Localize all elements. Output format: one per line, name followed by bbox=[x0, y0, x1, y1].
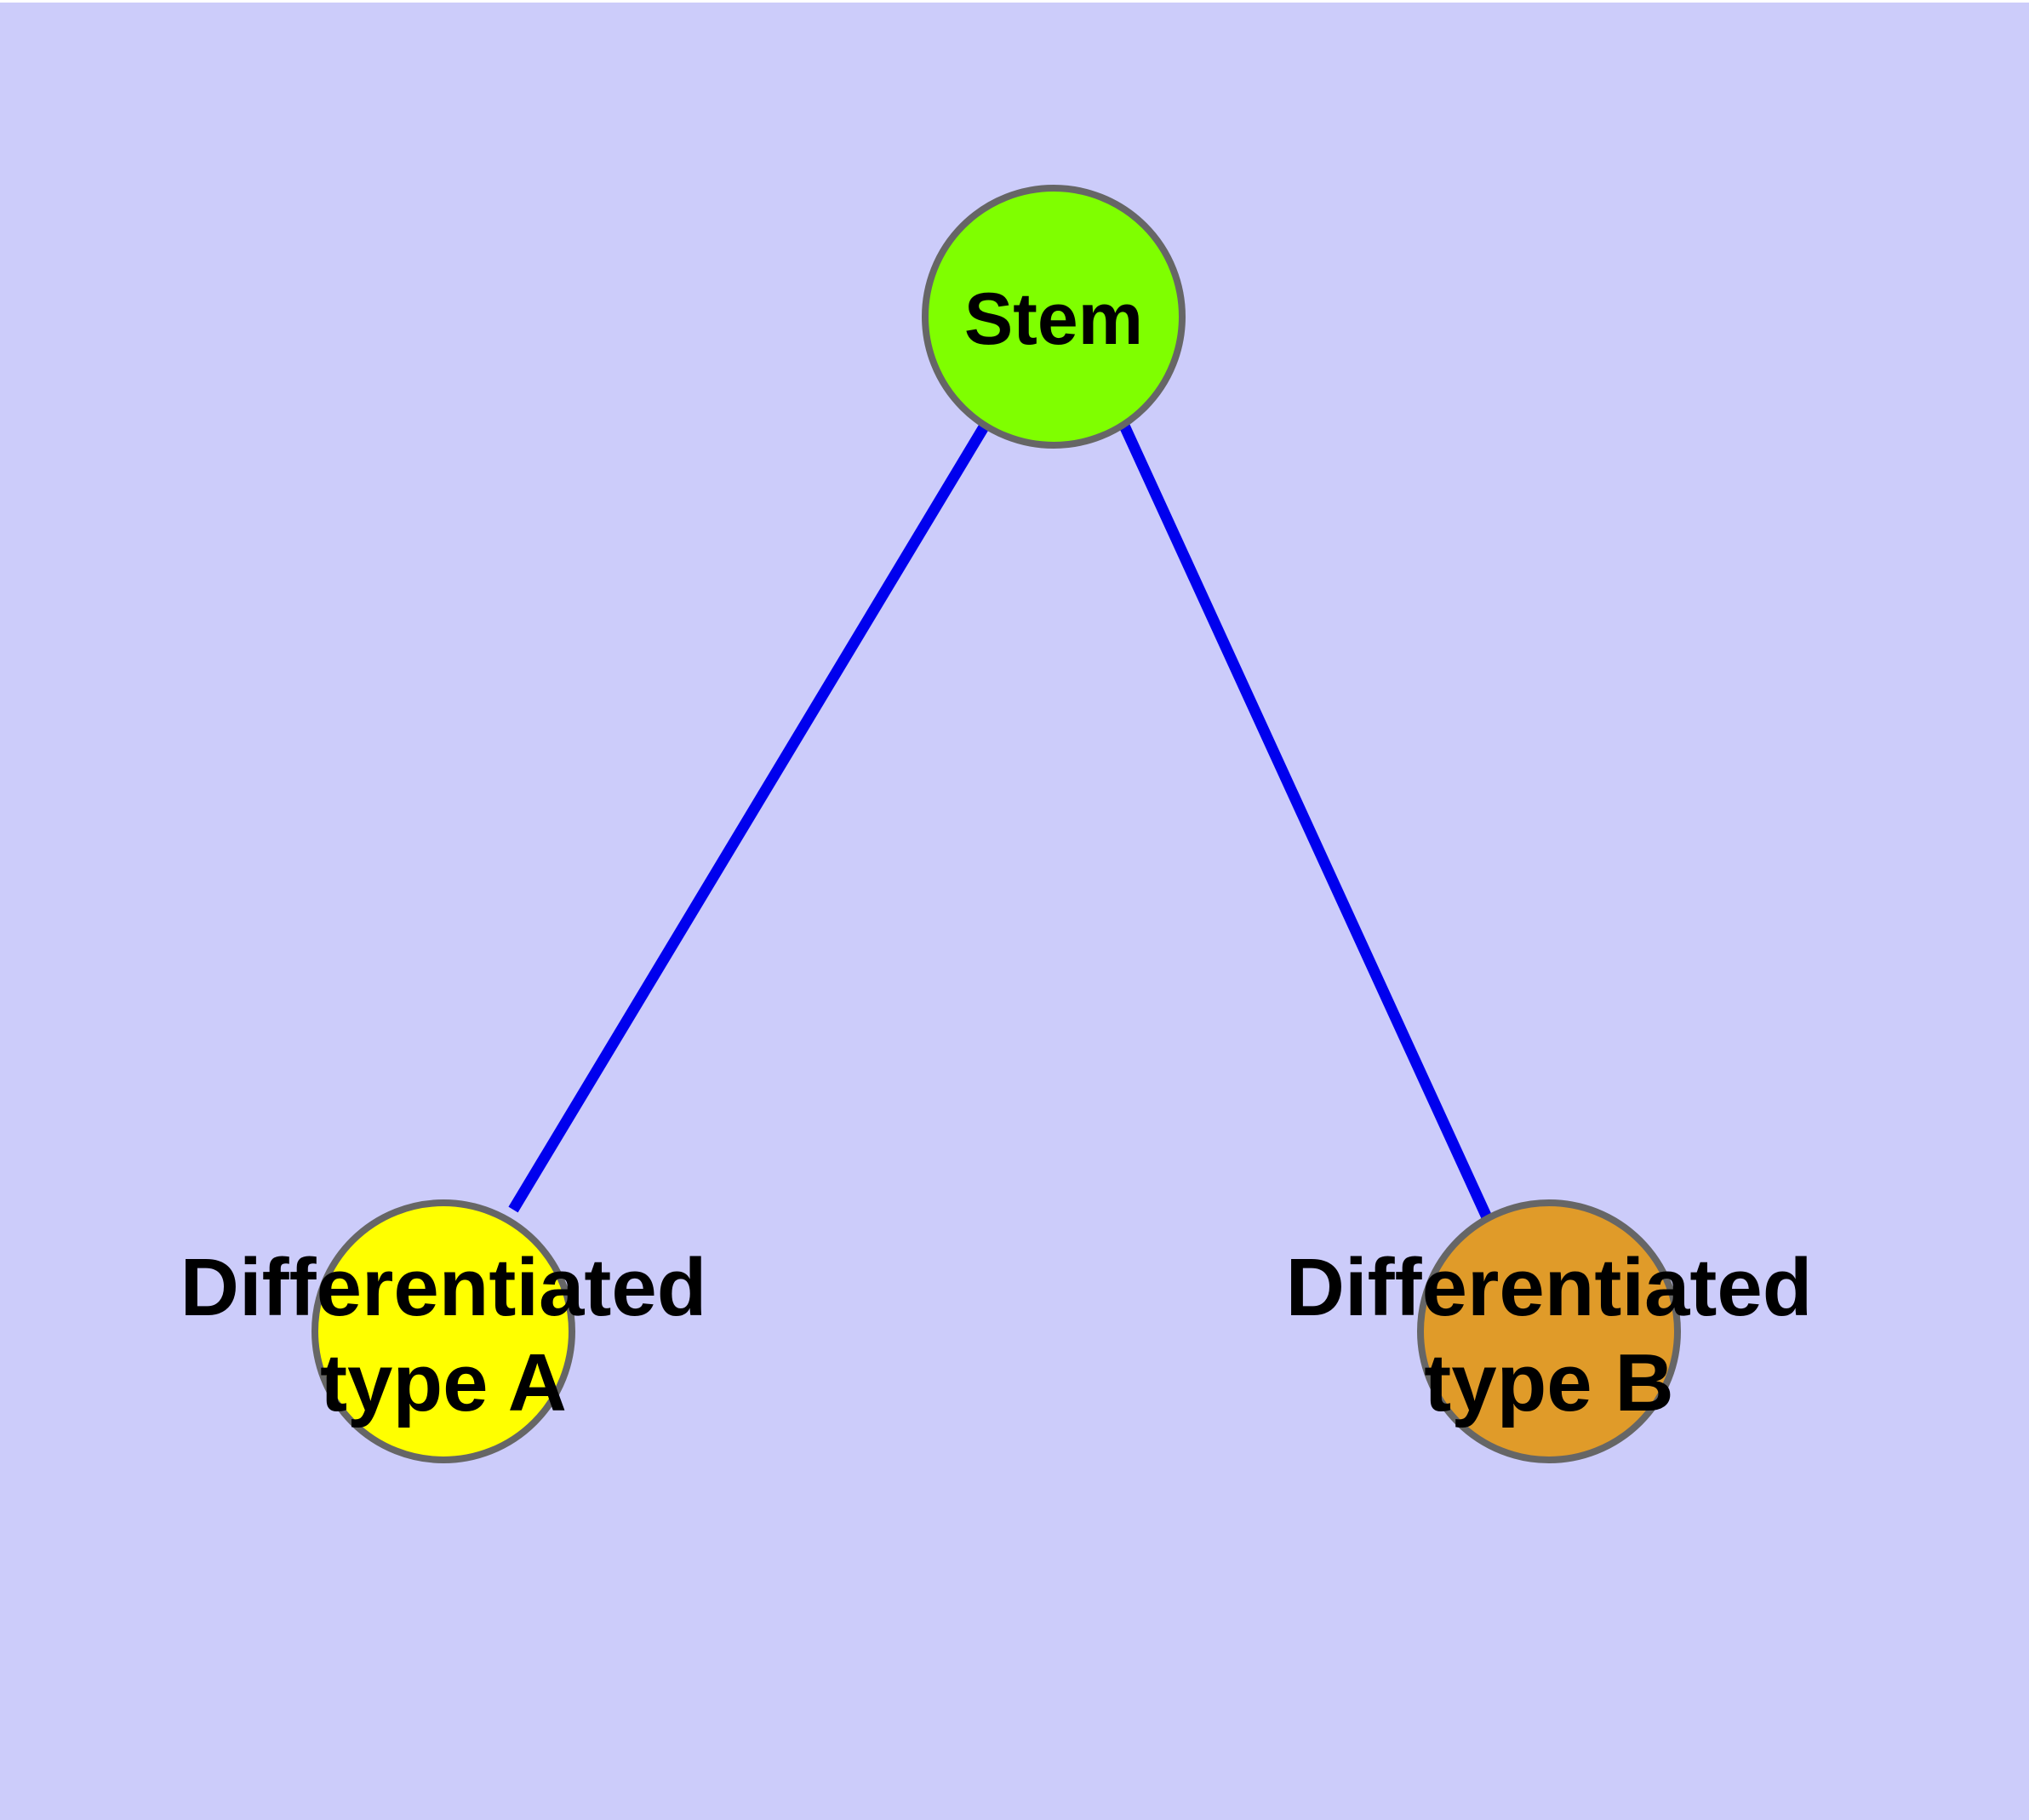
node-differentiated-type-a[interactable] bbox=[311, 1199, 575, 1463]
node-label-differentiated-type-b-line2: type B bbox=[1424, 1337, 1673, 1428]
edge-stem-to-differentiated-type-a[interactable] bbox=[508, 422, 990, 1213]
node-differentiated-type-b[interactable] bbox=[1417, 1199, 1681, 1463]
node-label-differentiated-type-a-line1: Differentiated bbox=[180, 1242, 707, 1333]
node-label-differentiated-type-b-line1: Differentiated bbox=[1286, 1242, 1813, 1333]
node-stem[interactable] bbox=[922, 185, 1186, 449]
canvas-top-margin bbox=[0, 0, 2029, 3]
edge-stem-to-differentiated-type-b[interactable] bbox=[1119, 423, 1492, 1220]
node-layer bbox=[311, 185, 1681, 1463]
label-layer: Stem Differentiated type A Differentiate… bbox=[180, 278, 1813, 1428]
node-label-stem: Stem bbox=[964, 278, 1143, 360]
node-label-differentiated-type-a-line2: type A bbox=[320, 1337, 567, 1428]
edge-layer bbox=[508, 422, 1492, 1220]
